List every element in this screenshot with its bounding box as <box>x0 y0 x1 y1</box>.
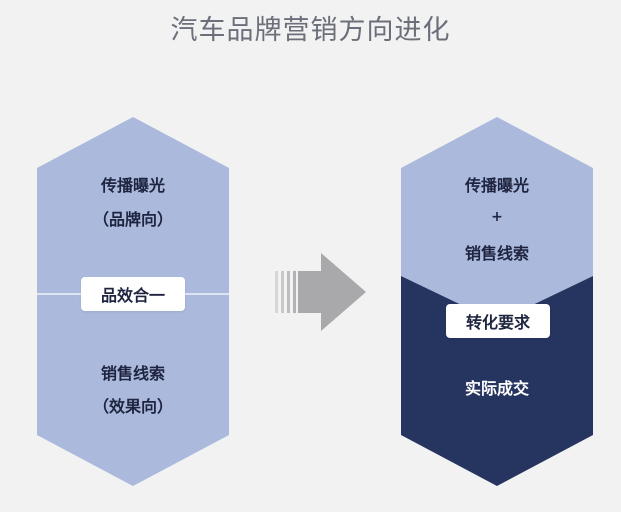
diagram-title: 汽车品牌营销方向进化 <box>170 15 451 46</box>
right-arrow-icon <box>275 253 366 331</box>
right-badge: 转化要求 <box>446 304 550 338</box>
left-badge: 品效合一 <box>81 277 185 311</box>
left-top-line1: 传播曝光 <box>100 176 165 195</box>
right-hexagon-top <box>401 117 593 322</box>
right-top-line1: 传播曝光 <box>464 176 529 195</box>
left-bottom-line1: 销售线索 <box>100 364 165 383</box>
left-top-line2: （品牌向） <box>92 210 173 229</box>
left-bottom-line2: （效果向） <box>92 397 173 416</box>
right-bottom-line1: 实际成交 <box>464 379 529 398</box>
right-plus-sign: + <box>491 209 503 225</box>
right-top-line2: 销售线索 <box>464 244 529 263</box>
